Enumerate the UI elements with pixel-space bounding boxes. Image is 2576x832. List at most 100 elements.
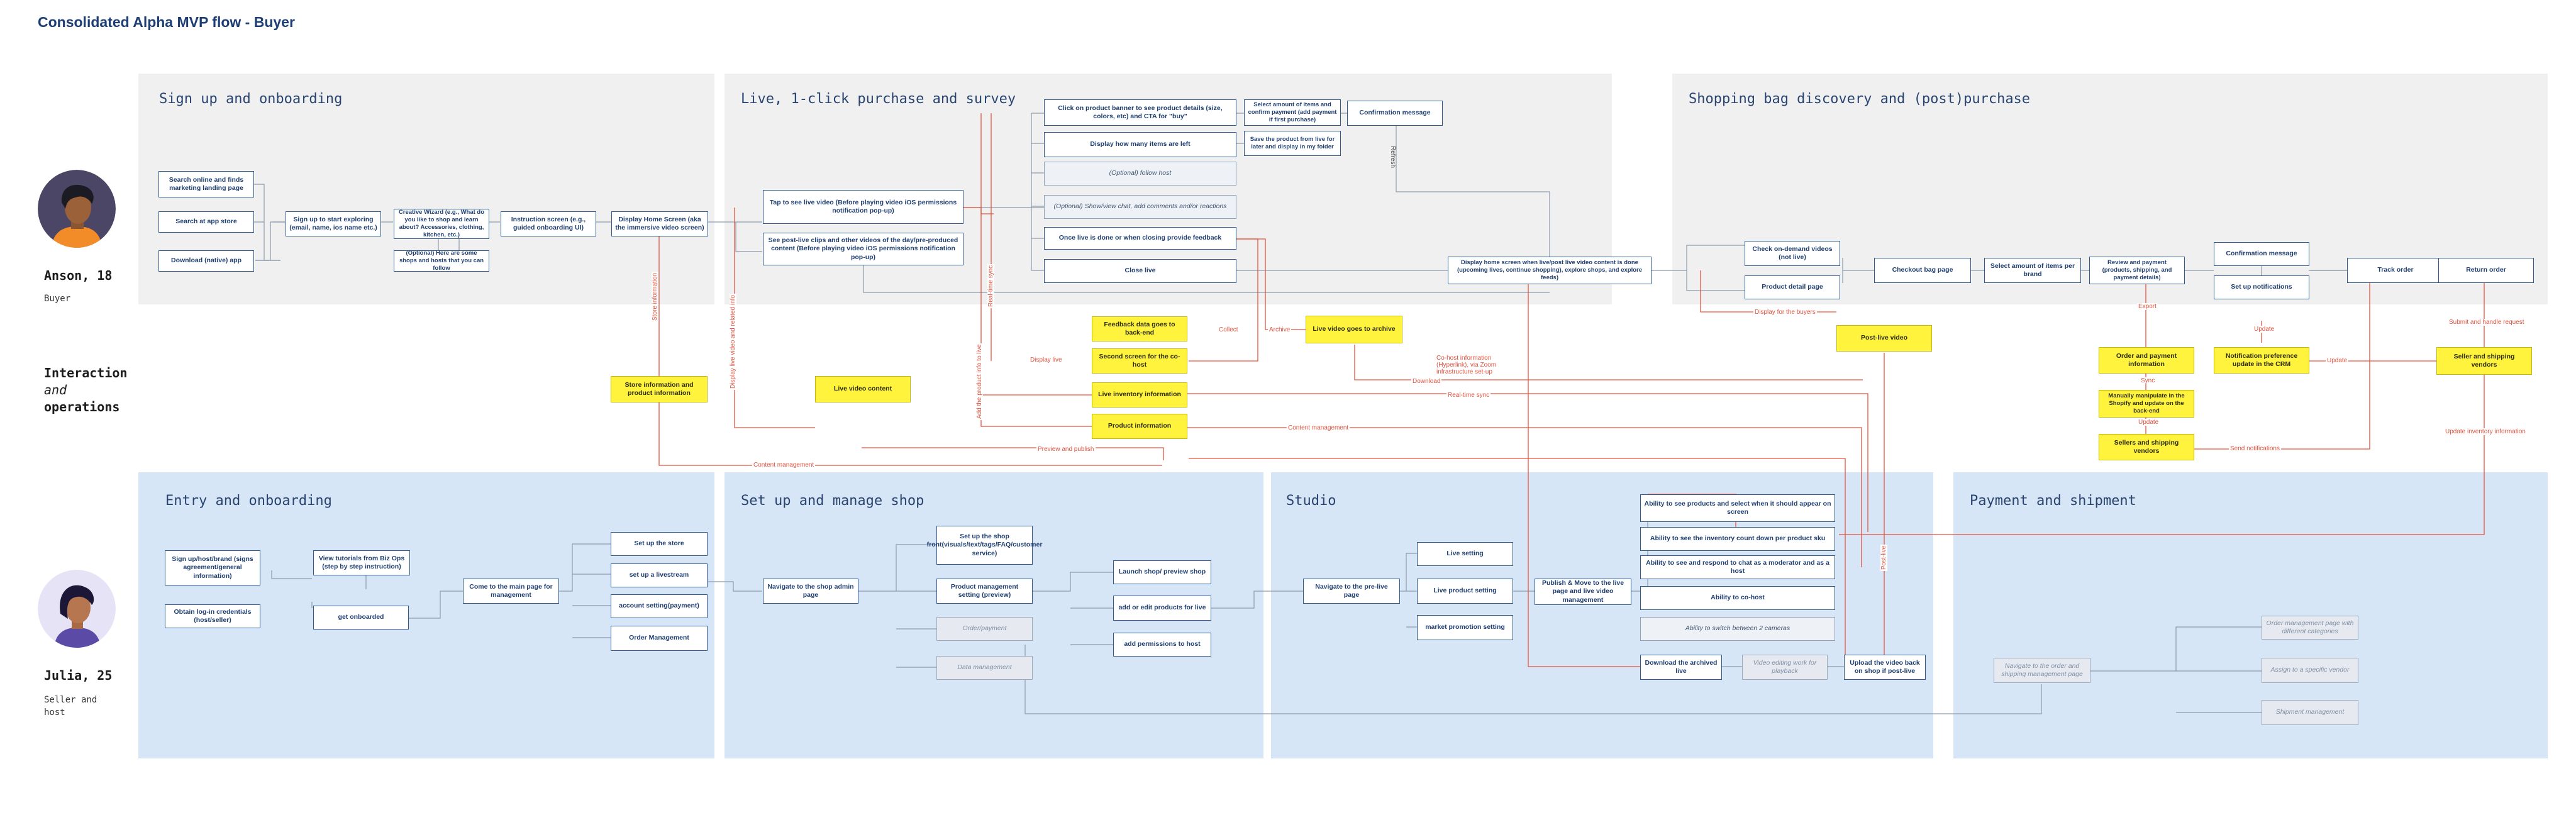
node-get-onboarded[interactable]: get onboarded bbox=[313, 606, 409, 630]
node-shipment-mgmt[interactable]: Shipment management bbox=[2262, 700, 2358, 725]
node-setup-notifications[interactable]: Set up notifications bbox=[2214, 275, 2309, 299]
flow-line bbox=[858, 544, 936, 668]
node-add-permissions[interactable]: add permissions to host bbox=[1113, 633, 1211, 657]
node-setup-shop-front[interactable]: Set up the shop front(visuals/text/tags/… bbox=[927, 526, 1042, 565]
node-save-product[interactable]: Save the product from live for later and… bbox=[1244, 131, 1341, 156]
node-click-banner[interactable]: Click on product banner to see product d… bbox=[1044, 99, 1236, 126]
node-add-products-live[interactable]: add or edit products for live bbox=[1113, 596, 1211, 621]
node-second-screen[interactable]: Second screen for the co-host bbox=[1092, 348, 1187, 374]
node-download-archived[interactable]: Download the archived live bbox=[1640, 655, 1722, 680]
node-checkout-bag[interactable]: Checkout bag page bbox=[1874, 258, 1971, 283]
node-optional-follow[interactable]: (Optional) follow host bbox=[1044, 162, 1236, 186]
node-optional-shops[interactable]: (Optional) Here are some shops and hosts… bbox=[394, 250, 489, 272]
interaction-line-3: operations bbox=[44, 399, 120, 414]
node-live-inventory[interactable]: Live inventory information bbox=[1092, 382, 1187, 408]
page-title: Consolidated Alpha MVP flow - Buyer bbox=[38, 14, 295, 30]
node-signup-explore[interactable]: Sign up to start exploring (email, name,… bbox=[286, 211, 381, 236]
node-return-order[interactable]: Return order bbox=[2438, 258, 2534, 283]
node-product-detail[interactable]: Product detail page bbox=[1745, 275, 1840, 299]
node-search-app[interactable]: Search at app store bbox=[158, 211, 254, 233]
node-instruction-screen[interactable]: Instruction screen (e.g., guided onboard… bbox=[501, 211, 596, 236]
node-nav-order-shipping[interactable]: Navigate to the order and shipping manag… bbox=[1994, 658, 2090, 683]
node-optional-chat[interactable]: (Optional) Show/view chat, add comments … bbox=[1044, 195, 1236, 219]
label-content-management-2: Content management bbox=[752, 462, 816, 469]
lane-title-setup: Set up and manage shop bbox=[741, 493, 924, 509]
lane-title-live: Live, 1-click purchase and survey bbox=[741, 91, 1016, 107]
node-manual-shopify[interactable]: Manually manipulate in the Shopify and u… bbox=[2099, 390, 2194, 418]
node-tap-live[interactable]: Tap to see live video (Before playing vi… bbox=[763, 190, 963, 224]
flow-line bbox=[1652, 245, 1745, 291]
node-seller-shipping-vendors[interactable]: Seller and shipping vendors bbox=[2436, 347, 2532, 375]
node-product-information[interactable]: Product information bbox=[1092, 414, 1187, 439]
node-home-screen[interactable]: Display Home Screen (aka the immersive v… bbox=[611, 211, 708, 236]
lane-title-payment: Payment and shipment bbox=[1970, 493, 2136, 509]
node-see-inventory[interactable]: Ability to see the inventory count down … bbox=[1640, 527, 1835, 551]
node-order-management[interactable]: Order Management bbox=[611, 626, 708, 651]
node-feedback-data[interactable]: Feedback data goes to back-end bbox=[1092, 316, 1187, 341]
node-setup-livestream[interactable]: set up a livestream bbox=[611, 563, 708, 587]
node-upload-back[interactable]: Upload the video back on shop if post-li… bbox=[1844, 655, 1926, 680]
flow-line bbox=[1842, 258, 1874, 283]
label-co-host-info: Co-host information (Hyperlink), via Zoo… bbox=[1435, 355, 1513, 375]
node-see-chat[interactable]: Ability to see and respond to chat as a … bbox=[1640, 555, 1835, 579]
node-select-brand[interactable]: Select amount of items per brand bbox=[1984, 258, 2081, 283]
node-close-live[interactable]: Close live bbox=[1044, 259, 1236, 283]
node-co-host[interactable]: Ability to co-host bbox=[1640, 586, 1835, 610]
node-store-info[interactable]: Store information and product informatio… bbox=[611, 376, 708, 402]
node-publish-move[interactable]: Publish & Move to the live page and live… bbox=[1535, 579, 1631, 605]
node-come-main[interactable]: Come to the main page for management bbox=[463, 579, 559, 604]
node-confirmation-msg[interactable]: Confirmation message bbox=[1347, 101, 1443, 126]
node-download-app[interactable]: Download (native) app bbox=[158, 250, 254, 272]
node-view-tutorials[interactable]: View tutorials from Biz Ops (step by ste… bbox=[313, 550, 410, 575]
node-confirmation-msg-2[interactable]: Confirmation message bbox=[2214, 242, 2309, 266]
node-on-demand[interactable]: Check on-demand videos (not live) bbox=[1745, 241, 1840, 266]
flow-line bbox=[271, 570, 313, 608]
label-post-live: Post-live bbox=[1880, 544, 1887, 571]
node-assign-vendor[interactable]: Assign to a specific vendor bbox=[2262, 658, 2358, 683]
label-add-product-info: Add the product info to live bbox=[976, 343, 983, 420]
node-obtain-creds[interactable]: Obtain log-in credentials (host/seller) bbox=[165, 604, 260, 628]
node-setup-store[interactable]: Set up the store bbox=[611, 532, 708, 556]
node-nav-shop-admin[interactable]: Navigate to the shop admin page bbox=[763, 579, 858, 604]
node-sellers-shipping[interactable]: Sellers and shipping vendors bbox=[2099, 434, 2194, 460]
node-order-payment[interactable]: Order/payment bbox=[936, 617, 1033, 641]
interaction-line bbox=[1528, 270, 1640, 667]
node-live-archive[interactable]: Live video goes to archive bbox=[1306, 316, 1402, 343]
node-sign-up-host[interactable]: Sign up/host/brand (signs agreement/gene… bbox=[165, 550, 260, 585]
node-order-payment-info[interactable]: Order and payment information bbox=[2099, 347, 2194, 374]
label-collect: Collect bbox=[1218, 326, 1240, 333]
node-launch-shop[interactable]: Launch shop/ preview shop bbox=[1113, 560, 1211, 584]
label-content-management: Content management bbox=[1287, 424, 1350, 431]
node-switch-cameras[interactable]: Ability to switch between 2 cameras bbox=[1640, 617, 1835, 641]
node-post-live-video[interactable]: Post-live video bbox=[1836, 325, 1932, 352]
node-select-amount[interactable]: Select amount of items and confirm payme… bbox=[1244, 99, 1341, 126]
node-items-left[interactable]: Display how many items are left bbox=[1044, 132, 1236, 157]
node-live-done[interactable]: Once live is done or when closing provid… bbox=[1044, 227, 1236, 250]
seller-role-line2: host bbox=[44, 707, 65, 718]
node-review-payment[interactable]: Review and payment (products, shipping, … bbox=[2089, 257, 2185, 284]
node-track-order[interactable]: Track order bbox=[2347, 258, 2444, 283]
node-live-video-content[interactable]: Live video content bbox=[815, 376, 911, 402]
node-order-mgmt-page[interactable]: Order management page with different cat… bbox=[2262, 616, 2358, 640]
node-nav-prelive[interactable]: Navigate to the pre-live page bbox=[1303, 579, 1400, 604]
node-see-post-live[interactable]: See post-live clips and other videos of … bbox=[763, 233, 963, 265]
node-account-setting[interactable]: account setting(payment) bbox=[611, 594, 708, 618]
interaction-line bbox=[1187, 427, 1862, 567]
lane-payment: Payment and shipment bbox=[1953, 472, 2548, 758]
label-sync: Sync bbox=[2140, 377, 2157, 384]
interaction-line bbox=[1354, 345, 1863, 380]
node-market-promotion[interactable]: market promotion setting bbox=[1417, 615, 1513, 640]
node-creative-wizard[interactable]: Creative Wizard (e.g., What do you like … bbox=[394, 209, 489, 239]
node-live-product-setting[interactable]: Live product setting bbox=[1417, 579, 1513, 604]
interaction-line bbox=[1189, 458, 1846, 668]
node-video-editing[interactable]: Video editing work for playback bbox=[1742, 655, 1828, 680]
node-data-management[interactable]: Data management bbox=[936, 656, 1033, 680]
buyer-name: Anson, 18 bbox=[44, 268, 113, 283]
label-update-3: Update bbox=[2326, 357, 2349, 364]
node-live-setting[interactable]: Live setting bbox=[1417, 542, 1513, 566]
node-notif-pref[interactable]: Notification preference update in the CR… bbox=[2214, 347, 2309, 374]
node-search-online[interactable]: Search online and finds marketing landin… bbox=[158, 171, 254, 197]
node-product-mgmt[interactable]: Product management setting (preview) bbox=[936, 579, 1033, 604]
node-see-products[interactable]: Ability to see products and select when … bbox=[1640, 494, 1835, 522]
node-home-after-live[interactable]: Display home screen when live/post live … bbox=[1448, 257, 1652, 284]
